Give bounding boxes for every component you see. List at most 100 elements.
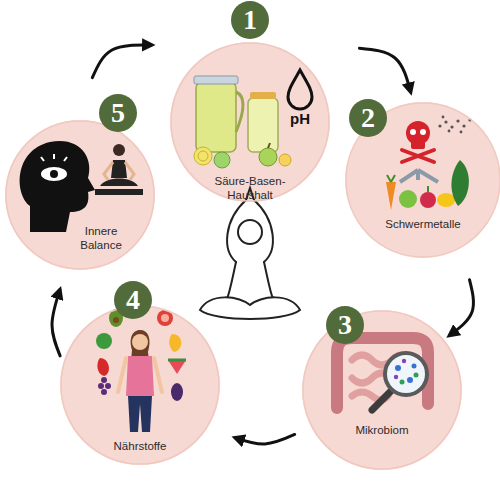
nutrition-illustration	[105, 383, 111, 389]
toxin-illustration	[438, 116, 471, 134]
drinks-illustration	[236, 92, 243, 132]
cycle-arrow	[450, 280, 474, 336]
step-label: Schwermetalle	[373, 217, 473, 231]
toxin-illustration	[462, 124, 465, 127]
cycle-circle: 2Schwermetalle	[345, 102, 500, 258]
toxin-illustration	[450, 125, 453, 128]
nutrition-illustration	[96, 309, 186, 432]
nutrition-illustration	[168, 359, 186, 362]
magnifier	[372, 391, 391, 410]
meditation-figure	[200, 188, 300, 319]
toxin-illustration	[460, 131, 463, 134]
meditation-figure	[226, 262, 274, 302]
drinks-illustration	[194, 76, 238, 84]
toxin-illustration	[444, 120, 447, 123]
drinks-illustration	[194, 76, 291, 168]
balance-illustration	[50, 170, 58, 178]
balance-illustration	[41, 154, 67, 161]
step-number: 3	[326, 306, 364, 344]
toxin-illustration	[442, 116, 445, 119]
toxin-illustration	[438, 124, 441, 127]
ph-drop	[288, 70, 312, 109]
cycle-arrow	[235, 434, 294, 444]
symbol-label: pH	[290, 111, 310, 126]
step-label: Mikrobiom	[332, 423, 432, 437]
toxin-illustration	[399, 190, 417, 208]
drinks-illustration	[248, 98, 278, 152]
magnifier	[395, 365, 401, 371]
balance-illustration	[104, 162, 134, 180]
circle-outline	[6, 121, 154, 269]
cycle-circle: 4Nährstoffe	[60, 305, 220, 465]
magnifier	[394, 375, 398, 379]
drinks-illustration	[194, 147, 212, 165]
nutrition-illustration	[161, 314, 169, 322]
pink-disk	[5, 120, 155, 270]
toxin-illustration	[427, 186, 429, 192]
toxin-illustration	[451, 160, 468, 206]
magnifier	[372, 353, 427, 410]
step-label: Säure-Basen-Haushalt	[210, 174, 290, 203]
toxin-illustration	[410, 129, 416, 135]
magnifier	[394, 359, 406, 379]
nutrition-illustration	[96, 333, 112, 349]
step-number: 4	[114, 281, 152, 319]
pink-disk	[60, 305, 220, 465]
circle-outline	[303, 311, 461, 469]
toxin-illustration	[437, 193, 455, 207]
magnifier	[400, 373, 419, 385]
nutrition-illustration	[118, 358, 162, 392]
nutrition-illustration	[98, 383, 104, 389]
nutrition-illustration	[171, 383, 183, 401]
balance-illustration	[20, 141, 143, 232]
toxin-illustration	[448, 130, 451, 133]
cycle-arrow	[92, 45, 151, 78]
nutrition-illustration	[168, 360, 186, 374]
nutrition-illustration	[128, 396, 152, 432]
drinks-illustration	[250, 92, 276, 99]
nutrition-illustration	[126, 356, 154, 396]
step-number: 1	[231, 1, 269, 39]
pink-disk	[5, 42, 500, 470]
pink-disk	[302, 310, 462, 470]
toxin-illustration	[400, 170, 438, 182]
cycle-circle: 3Mikrobiom	[302, 310, 462, 470]
magnifier	[385, 353, 427, 395]
toxin-illustration	[386, 116, 472, 210]
drinks-illustration	[279, 154, 291, 166]
circle-outline	[5, 120, 155, 270]
nutrition-illustration	[132, 334, 148, 350]
step-number: 5	[99, 94, 137, 132]
nutrition-illustration	[101, 377, 107, 383]
nutrition-illustration	[97, 358, 109, 376]
drinks-illustration	[196, 82, 236, 152]
nutrition-illustration	[113, 317, 119, 323]
magnifier	[400, 380, 405, 385]
circle-outline	[302, 310, 462, 470]
drinks-illustration	[198, 151, 208, 161]
drinks-illustration	[259, 148, 277, 166]
toxin-illustration	[420, 129, 426, 135]
magnifier	[402, 359, 406, 363]
cycle-circle: 5Innere Balance	[5, 120, 155, 270]
pink-disk	[170, 42, 330, 202]
magnifier	[414, 373, 419, 378]
toxin-illustration	[456, 119, 459, 122]
magnifier	[412, 364, 417, 369]
meditation-figure	[200, 297, 300, 319]
circle-outline	[61, 306, 219, 464]
nutrition-illustration	[101, 389, 107, 395]
step-label: Innere Balance	[72, 224, 130, 253]
drinks-illustration	[214, 152, 230, 168]
toxin-illustration	[420, 192, 436, 208]
cycle-arrow	[52, 290, 60, 356]
step-number: 2	[349, 99, 387, 137]
balance-illustration	[20, 141, 95, 232]
drinks-illustration	[268, 143, 270, 148]
balance-illustration	[95, 189, 143, 195]
balance-illustration	[100, 179, 138, 187]
balance-illustration	[113, 144, 125, 156]
